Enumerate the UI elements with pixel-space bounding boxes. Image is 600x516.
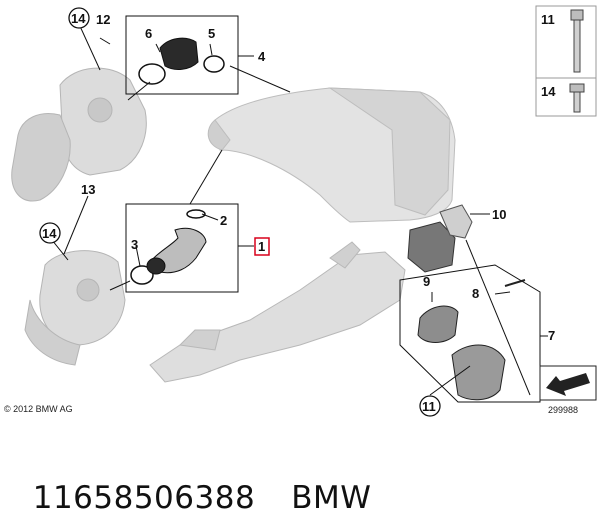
- callout-14-circled-mid: 14: [39, 222, 61, 244]
- callout-7: 7: [548, 328, 555, 343]
- hardware-panel: [535, 5, 597, 117]
- intercooler-illustration: [207, 87, 456, 223]
- callout-3: 3: [131, 237, 138, 252]
- callout-10: 10: [492, 207, 506, 222]
- svg-text:11: 11: [422, 399, 436, 414]
- box-group-right: [399, 264, 541, 403]
- callout-4: 4: [258, 49, 266, 64]
- turbocharger-illustration-top: [11, 67, 147, 202]
- box-group-top: [125, 15, 239, 95]
- hardware-label-11: 11: [541, 12, 555, 27]
- throttle-body-illustration: [407, 204, 473, 273]
- callout-labels: 12 6 5 4 13 2 3 1 10 9 8 7 14 14 11 11 1…: [39, 7, 556, 417]
- intake-manifold-illustration: [149, 241, 406, 383]
- direction-arrow-icon: [539, 365, 597, 401]
- copyright-notice: © 2012 BMW AG: [4, 404, 73, 414]
- callout-13: 13: [81, 182, 95, 197]
- callout-9: 9: [423, 274, 430, 289]
- svg-text:14: 14: [42, 226, 57, 241]
- leader-lines: [51, 23, 548, 396]
- callout-5: 5: [208, 26, 215, 41]
- box-group-middle: [125, 203, 239, 293]
- part-number: 11658506388: [32, 480, 256, 516]
- diagram-id: 299988: [548, 405, 579, 415]
- bolt-icon: [570, 9, 584, 73]
- callout-6: 6: [145, 26, 152, 41]
- brand-name: BMW: [291, 480, 372, 516]
- turbocharger-illustration-bottom: [24, 250, 126, 366]
- svg-text:14: 14: [71, 11, 86, 26]
- parts-diagram: 12 6 5 4 13 2 3 1 10 9 8 7 14 14 11 11 1…: [11, 5, 597, 417]
- callout-8: 8: [472, 286, 479, 301]
- callout-12: 12: [96, 12, 110, 27]
- callout-1[interactable]: 1: [258, 239, 265, 254]
- hardware-label-14: 14: [541, 84, 556, 99]
- callout-11-circled-bottom: 11: [419, 395, 441, 417]
- callout-14-circled-top: 14: [68, 7, 90, 29]
- callout-2: 2: [220, 213, 227, 228]
- footer-caption: 11658506388 BMW: [12, 444, 371, 516]
- callout-1-highlight[interactable]: 1: [254, 237, 270, 256]
- screw-icon: [569, 83, 585, 113]
